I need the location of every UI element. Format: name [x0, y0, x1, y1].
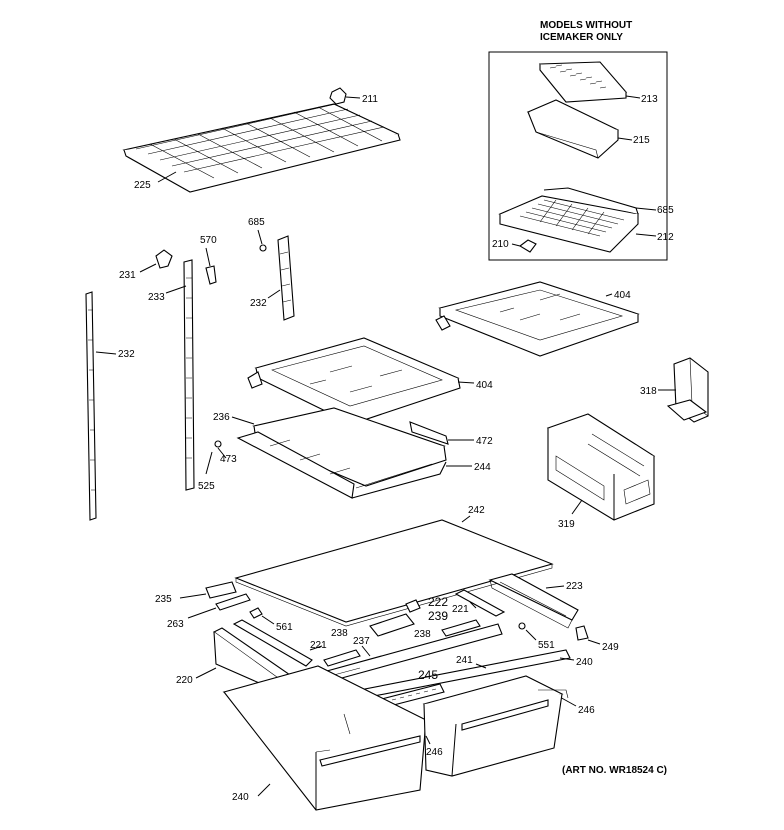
screw-570-part	[205, 265, 217, 285]
callout-235: 235	[155, 594, 172, 605]
callout-231: 231	[119, 270, 136, 281]
callout-223: 223	[566, 581, 583, 592]
callout-685-inset: 685	[657, 205, 674, 216]
callout-561: 561	[276, 622, 293, 633]
callout-233: 233	[148, 292, 165, 303]
callout-318: 318	[640, 386, 657, 397]
callout-525: 525	[198, 481, 215, 492]
clip-222-part	[405, 599, 421, 613]
callout-570: 570	[200, 235, 217, 246]
screw-685-part	[259, 244, 267, 252]
rail-233-part	[183, 259, 195, 491]
slide-221-right-part	[454, 589, 506, 617]
clip-211-part	[329, 87, 347, 105]
callout-221-upper: 221	[452, 604, 469, 615]
housing-319-part	[546, 413, 656, 521]
callout-685: 685	[248, 217, 265, 228]
glass-cover-part	[234, 519, 554, 627]
callout-246-left: 246	[426, 747, 443, 758]
callout-263: 263	[167, 619, 184, 630]
clip-210-part	[519, 239, 537, 253]
callout-245: 245	[418, 668, 438, 682]
callout-213: 213	[641, 94, 658, 105]
ice-bin-part	[526, 99, 619, 159]
crisper-drawer-right-part	[422, 675, 569, 777]
callout-220: 220	[176, 675, 193, 686]
callout-404-middle: 404	[476, 380, 493, 391]
callout-239: 239	[428, 609, 448, 623]
callout-221-lower: 221	[310, 640, 327, 651]
callout-237: 237	[353, 636, 370, 647]
callout-246-right: 246	[578, 705, 595, 716]
callout-211: 211	[362, 94, 378, 105]
callout-244: 244	[474, 462, 491, 473]
divider-238-right-part	[441, 619, 481, 637]
inset-frame	[488, 51, 668, 261]
callout-215: 215	[633, 135, 650, 146]
divider-239-part	[369, 613, 415, 637]
bracket-318-part	[666, 357, 709, 423]
callout-404-upper: 404	[614, 290, 631, 301]
icemaker-inset: MODELS WITHOUT ICEMAKER ONLY 213 215	[488, 20, 674, 261]
callout-222: 222	[428, 595, 448, 609]
rail-232-long-part	[85, 291, 97, 521]
rail-232-short-part	[277, 235, 295, 321]
ice-tray-part	[538, 61, 628, 103]
callout-472: 472	[476, 436, 493, 447]
art-number: (ART NO. WR18524 C)	[562, 765, 667, 776]
clip-561-part	[249, 607, 263, 619]
callout-551: 551	[538, 640, 555, 651]
callout-240-left: 240	[232, 792, 249, 803]
screw-473-part	[214, 440, 222, 448]
inset-title-line2: ICEMAKER ONLY	[540, 32, 623, 43]
callout-232-upper: 232	[250, 298, 267, 309]
callout-232-left: 232	[118, 349, 135, 360]
callout-249: 249	[602, 642, 619, 653]
callout-242: 242	[468, 505, 485, 516]
glass-shelf-upper-part	[435, 281, 640, 357]
divider-238-left-part	[323, 649, 361, 667]
icemaker-shelf-part	[498, 187, 640, 253]
cap-231-part	[155, 249, 173, 269]
inset-title-line1: MODELS WITHOUT	[540, 20, 632, 31]
callout-319: 319	[558, 519, 575, 530]
support-235-part	[205, 581, 237, 599]
slide-shelf-part	[236, 407, 449, 499]
callout-210: 210	[492, 239, 509, 250]
callout-240-right: 240	[576, 657, 593, 668]
bracket-249-part	[575, 625, 589, 641]
callout-473: 473	[220, 454, 237, 465]
callout-225: 225	[134, 180, 151, 191]
channel-263-part	[215, 593, 251, 611]
glass-shelf-middle-part	[247, 337, 461, 425]
callout-238-left: 238	[331, 628, 348, 639]
callout-241: 241	[456, 655, 473, 666]
wire-shelf-part	[122, 103, 401, 193]
callout-236: 236	[213, 412, 230, 423]
slide-223-part	[488, 573, 579, 629]
screw-551-part	[518, 622, 526, 630]
callout-212: 212	[657, 232, 674, 243]
callout-238-right: 238	[414, 629, 431, 640]
